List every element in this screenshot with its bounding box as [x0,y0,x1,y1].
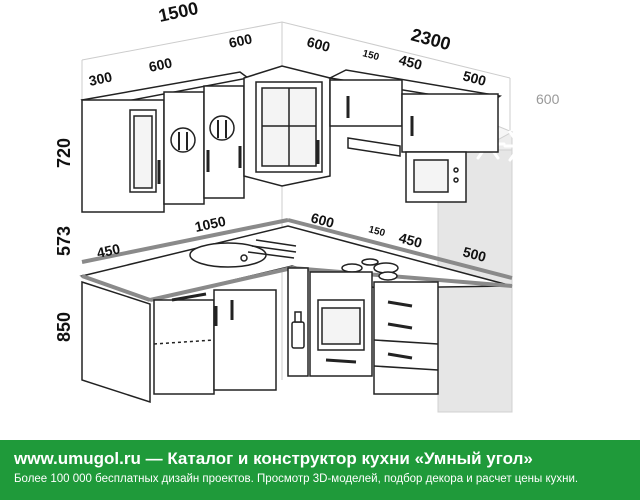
dim-upper-right-3: 450 [397,51,424,73]
site-link[interactable]: www.umugol.ru [14,449,141,468]
dim-height-base: 850 [54,312,74,342]
kitchen-drawing: 1500 2300 300 600 600 600 150 450 500 60… [54,0,560,413]
upper-corner-cabinet [243,65,331,187]
dim-counter-right-1: 600 [309,209,336,231]
hob [341,258,399,281]
dim-upper-left-1: 300 [87,68,113,89]
dim-fridge-depth: 600 [536,91,560,107]
promo-banner: www.umugol.ru — Каталог и конструктор ку… [0,440,640,500]
dim-height-upper: 720 [54,138,74,168]
dim-counter-right-2: 150 [367,224,386,239]
dim-counter-left-length: 1050 [193,213,227,235]
dim-counter-right-4: 500 [461,243,488,265]
dim-upper-right-2: 150 [361,48,380,63]
banner-headline: www.umugol.ru — Каталог и конструктор ку… [14,448,630,470]
banner-title: Каталог и конструктор кухни «Умный угол» [167,449,533,468]
upper-cabinets-right [327,69,502,157]
dim-top-total-right: 2300 [409,25,453,55]
cutlery-icon [178,120,227,150]
base-cabinets-left [81,280,277,404]
base-cabinets-right [287,267,439,395]
banner-separator: — [140,449,168,468]
dim-height-gap: 573 [54,226,74,256]
bottle-icon [291,311,305,349]
dim-upper-left-3: 600 [227,30,253,51]
dim-upper-left-2: 600 [147,54,173,75]
microwave [405,151,467,203]
sink [189,239,297,268]
dim-upper-right-4: 500 [461,67,488,89]
dim-counter-left-depth: 450 [95,240,121,261]
dim-counter-right-3: 450 [397,229,424,251]
banner-subline: Более 100 000 бесплатных дизайн проектов… [14,473,579,485]
upper-cabinets-left [80,71,250,213]
dim-upper-right-1: 600 [305,33,332,55]
dim-top-total-left: 1500 [157,0,200,26]
